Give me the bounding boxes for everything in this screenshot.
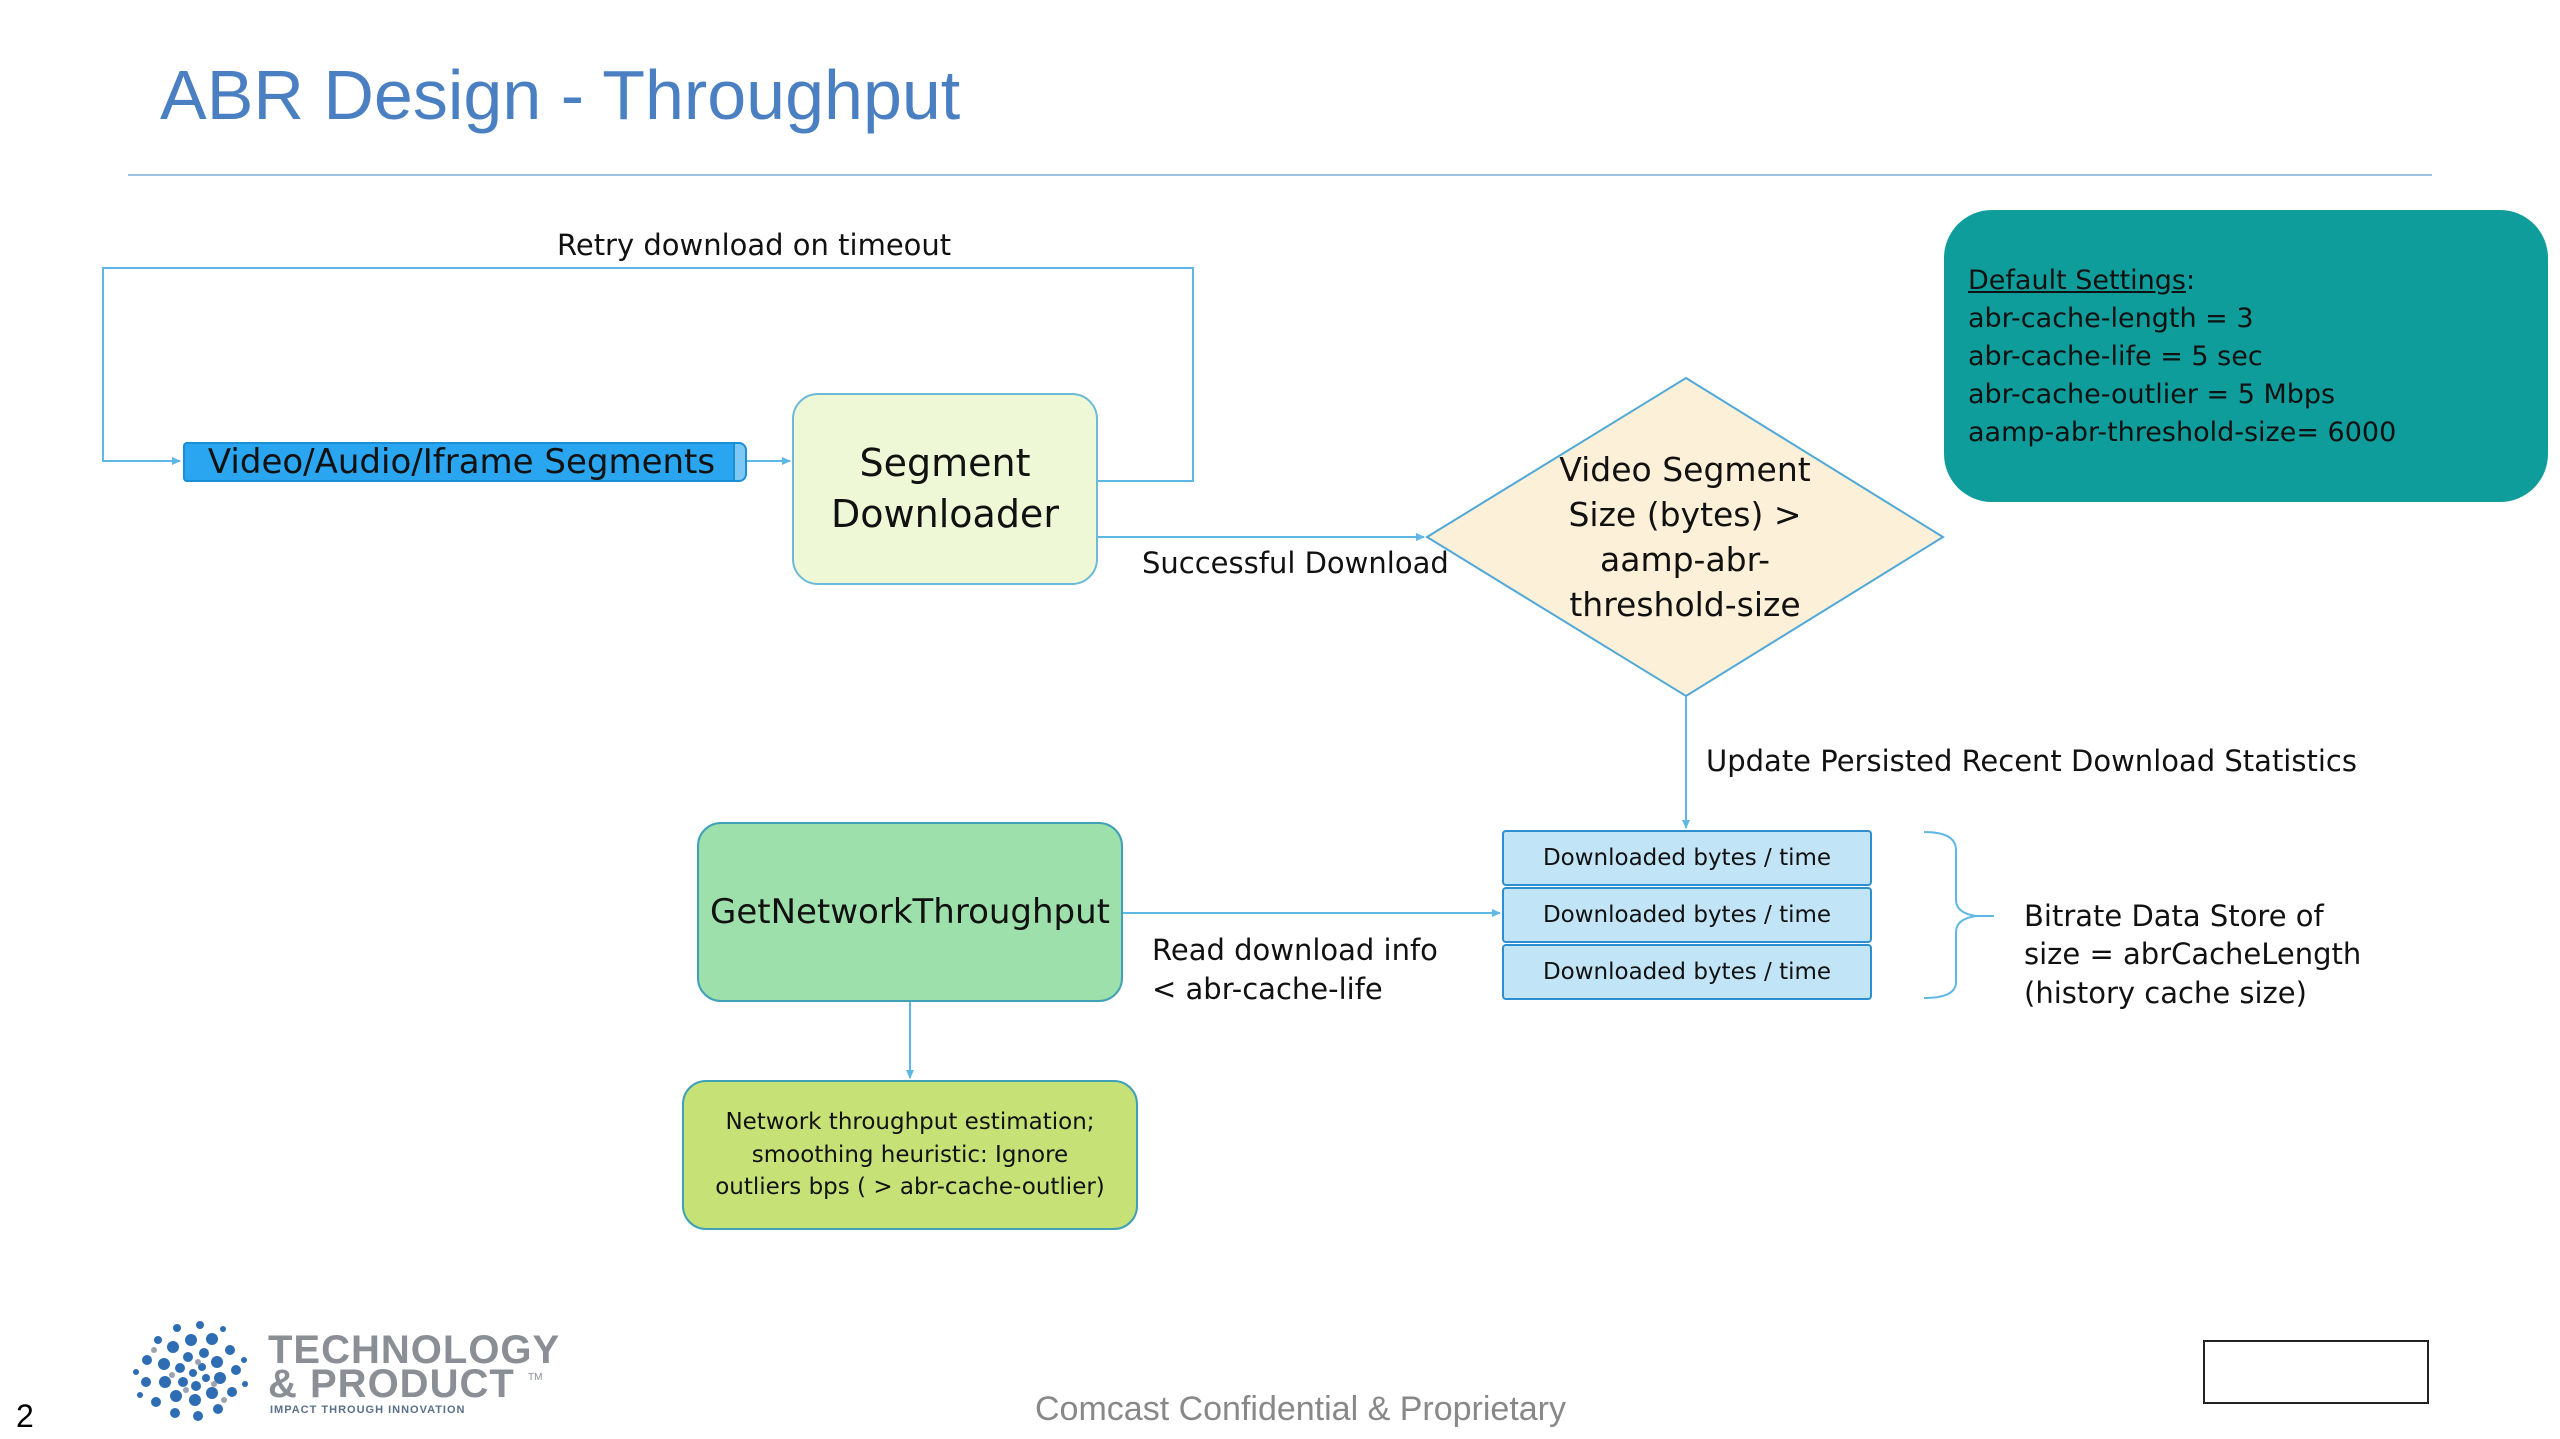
technology-product-logo: TECHNOLOGY & PRODUCT TM IMPACT THROUGH I…: [128, 1320, 568, 1426]
page-number: 2: [16, 1398, 34, 1434]
empty-placeholder-box: [2203, 1340, 2429, 1404]
decision-label: Video Segment Size (bytes) > aamp-abr-th…: [1559, 450, 1811, 624]
success-label: Successful Download: [1142, 546, 1449, 580]
logo-text-line2: & PRODUCT: [268, 1362, 515, 1406]
retry-loop-connector: [102, 267, 1194, 482]
settings-heading: Default Settings: [1968, 265, 2186, 296]
store-caption-line2: size = abrCacheLength: [2024, 937, 2362, 971]
segment-downloader-label: Segment Downloader: [831, 440, 1059, 536]
settings-heading-row: Default Settings:: [1968, 262, 2548, 300]
logo-tagline: IMPACT THROUGH INNOVATION: [270, 1404, 466, 1416]
store-brace: [1923, 831, 1977, 999]
store-caption-line3: (history cache size): [2024, 976, 2307, 1010]
setting-line: abr-cache-life = 5 sec: [1968, 341, 2263, 372]
store-entry: Downloaded bytes / time: [1502, 887, 1872, 943]
settings-heading-colon: :: [2185, 265, 2196, 296]
segments-queue-cap: [733, 442, 747, 482]
retry-label: Retry download on timeout: [557, 228, 952, 262]
get-network-throughput-node: GetNetworkThroughput: [697, 822, 1123, 1002]
logo-text-line1: TECHNOLOGY: [268, 1328, 561, 1372]
setting-line: abr-cache-length = 3: [1968, 303, 2254, 334]
read-label-line1: Read download info: [1152, 933, 1438, 967]
store-caption-line1: Bitrate Data Store of: [2024, 899, 2324, 933]
update-label: Update Persisted Recent Download Statist…: [1706, 744, 2357, 778]
store-entry: Downloaded bytes / time: [1502, 830, 1872, 886]
throughput-estimation-label: Network throughput estimation; smoothing…: [715, 1109, 1105, 1201]
throughput-estimation-node: Network throughput estimation; smoothing…: [682, 1080, 1138, 1230]
title-underline: [128, 174, 2432, 176]
segments-queue: Video/Audio/Iframe Segments: [183, 442, 740, 482]
logo-trademark: TM: [528, 1372, 543, 1383]
read-label-line2: < abr-cache-life: [1152, 972, 1383, 1006]
spiral-logo-icon: [133, 1321, 248, 1421]
setting-line: aamp-abr-threshold-size= 6000: [1968, 417, 2397, 448]
footer-confidential: Comcast Confidential & Proprietary: [1035, 1390, 1567, 1428]
default-settings-panel: Default Settings: abr-cache-length = 3 a…: [1944, 210, 2548, 502]
setting-line: abr-cache-outlier = 5 Mbps: [1968, 379, 2336, 410]
segment-downloader-node: Segment Downloader: [792, 393, 1098, 585]
slide-title: ABR Design - Throughput: [160, 56, 961, 134]
store-entry: Downloaded bytes / time: [1502, 944, 1872, 1000]
